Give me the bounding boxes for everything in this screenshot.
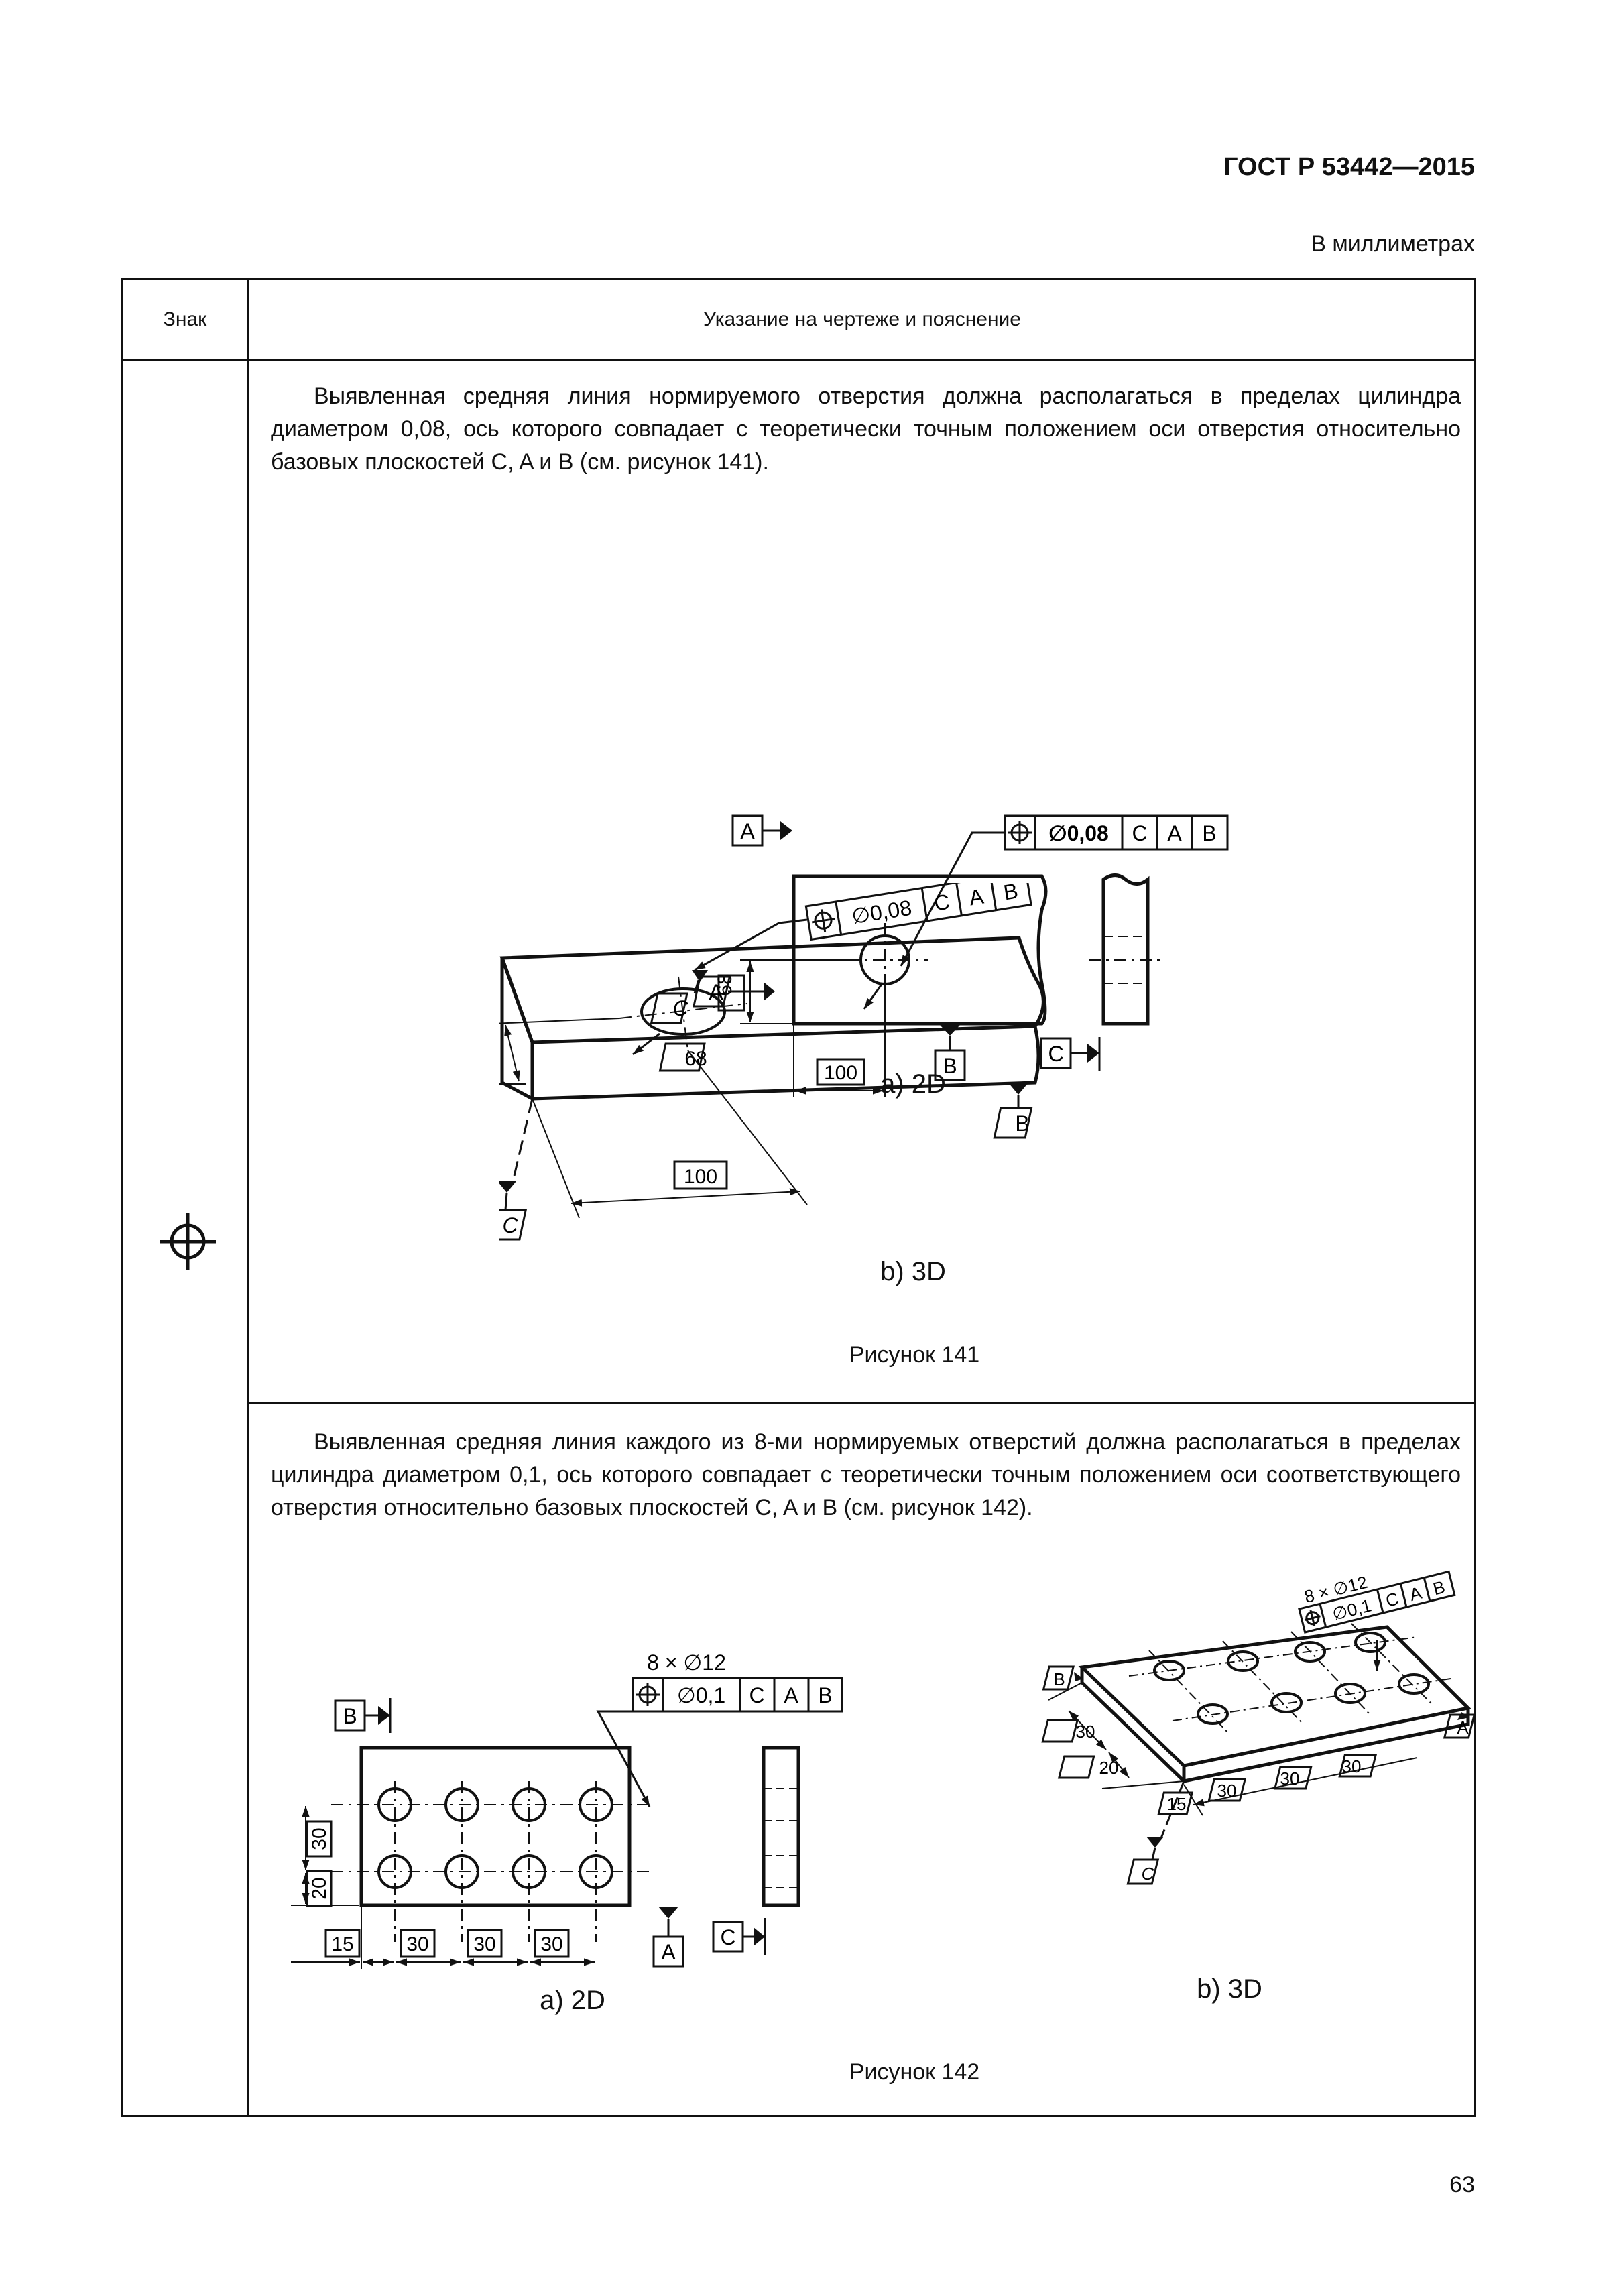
dim-h-142-1: 15 xyxy=(331,1933,353,1955)
frame-datum-142-2: A xyxy=(784,1683,798,1707)
dim-h-142-3: 30 xyxy=(473,1933,495,1955)
datum-b-label-142: B xyxy=(343,1704,357,1728)
dim-20-v-142: 20 xyxy=(308,1877,330,1899)
dim-h-142-4: 30 xyxy=(540,1933,562,1955)
row-1-explanation: Выявленная средняя линия нормируемого от… xyxy=(271,383,1461,475)
figure-142-3d-label: b) 3D xyxy=(1197,1974,1262,2004)
dim-100-3d: 100 xyxy=(684,1166,717,1188)
units-note: В миллиметрах xyxy=(1311,231,1475,257)
page-number: 63 xyxy=(1449,2172,1475,2197)
figure-141-3d-label: b) 3D xyxy=(880,1257,946,1286)
figure-141-caption: Рисунок 141 xyxy=(849,1342,980,1368)
datum-a-label: A xyxy=(740,819,755,843)
column-divider xyxy=(247,280,249,2115)
figure-142-2d: B 8 × ∅12 ∅0,1 C A B xyxy=(291,1650,843,1969)
datum-c-3d-label-142: C xyxy=(1142,1864,1154,1884)
datum-c-label: C xyxy=(1048,1042,1063,1066)
spec-table: Знак Указание на чертеже и пояснение Выя… xyxy=(121,278,1476,2117)
frame-datum-142-3d-1: C xyxy=(1384,1588,1400,1611)
figure-141-3d: ∅0,08 C A B A C xyxy=(499,883,1045,1241)
frame-datum-142-3d-3: B xyxy=(1431,1577,1447,1599)
datum-b-3d-label: B xyxy=(1015,1111,1029,1136)
frame-datum-1: C xyxy=(1132,821,1147,845)
dim-h-142-3d-3: 30 xyxy=(1280,1768,1300,1789)
datum-c-3d-lower-label: C xyxy=(502,1213,518,1237)
figure-142-caption: Рисунок 142 xyxy=(849,2059,980,2085)
frame-datum-3: B xyxy=(1202,821,1216,845)
dim-h-142-2: 30 xyxy=(406,1933,428,1955)
frame-datum-3d-2: A xyxy=(967,884,985,910)
datum-c-3d-upper-label: C xyxy=(672,996,688,1020)
column-header-explanation: Указание на чертеже и пояснение xyxy=(703,308,1021,330)
dim-20-v-142-3d: 20 xyxy=(1099,1758,1119,1778)
figure-142-2d-label: a) 2D xyxy=(540,1986,605,2015)
frame-datum-2: A xyxy=(1167,821,1182,845)
frame-diameter-3d: ∅0,08 xyxy=(850,896,914,929)
figure-142-3d: 8 × ∅12 ∅0,1 C A B xyxy=(1041,1570,1476,1885)
position-icon xyxy=(160,1213,216,1270)
datum-a-label-142: A xyxy=(661,1940,676,1964)
dim-h-142-3d-2: 30 xyxy=(1217,1780,1237,1801)
row-divider xyxy=(247,1402,1474,1404)
header-divider xyxy=(123,359,1474,361)
datum-c-label-142: C xyxy=(720,1925,735,1949)
dim-30-v-142-3d: 30 xyxy=(1076,1721,1095,1742)
frame-datum-3d-1: C xyxy=(933,890,951,916)
frame-datum-142-3: B xyxy=(818,1683,832,1707)
datum-b-label: B xyxy=(943,1054,957,1078)
standard-designation: ГОСТ Р 53442—2015 xyxy=(1223,153,1475,181)
column-header-sign: Знак xyxy=(163,308,207,330)
dim-100: 100 xyxy=(824,1062,857,1084)
count-label-142: 8 × ∅12 xyxy=(647,1650,726,1675)
dim-30-v-142: 30 xyxy=(308,1827,330,1850)
figure-141-2d-label: a) 2D xyxy=(880,1069,946,1099)
frame-datum-142-3d-2: A xyxy=(1408,1583,1425,1605)
frame-datum-142-1: C xyxy=(749,1683,764,1707)
dim-h-142-3d-1: 15 xyxy=(1167,1794,1187,1814)
row-2-explanation: Выявленная средняя линия каждого из 8-ми… xyxy=(271,1429,1461,1520)
frame-diameter: ∅0,08 xyxy=(1048,821,1109,845)
datum-b-3d-label-142: B xyxy=(1053,1669,1065,1689)
frame-diameter-142: ∅0,1 xyxy=(677,1683,725,1707)
datum-a-3d-label: A xyxy=(709,980,723,1004)
dim-h-142-3d-4: 30 xyxy=(1342,1756,1362,1776)
datum-a-3d-label-142: A xyxy=(1457,1717,1469,1738)
frame-datum-3d-3: B xyxy=(1002,883,1020,904)
